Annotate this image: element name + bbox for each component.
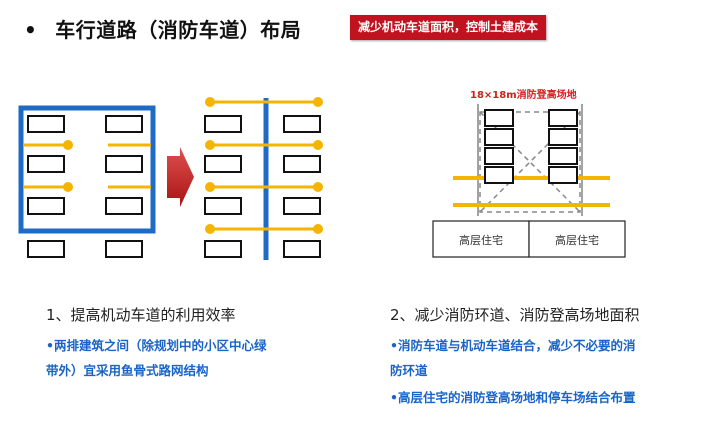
title-bullet: • [24, 18, 38, 42]
rib-end-dot [205, 97, 215, 107]
title-text: 车行道路（消防车道）布局 [55, 18, 302, 42]
right-note-line1: •消防车道与机动车道结合，减少不必要的消 [390, 338, 636, 353]
spur-end-dot [63, 140, 73, 150]
loop-spurs [23, 143, 151, 189]
right-note-line3: •高层住宅的消防登高场地和停车场结合布置 [390, 390, 636, 405]
fishbone-ribs [210, 100, 318, 231]
rib-end-dot [313, 140, 323, 150]
right-note-line2: 防环道 [390, 363, 428, 378]
red-arrow-icon [167, 147, 194, 207]
loop-road-diagram [18, 105, 156, 258]
left-caption: 1、提高机动车道的利用效率 [46, 306, 236, 324]
climbing-area-outline [479, 111, 581, 213]
loop-road [18, 105, 156, 234]
summary-tag: 减少机动车道面积，控制土建成本 [350, 15, 547, 40]
rib-end-dot [205, 140, 215, 150]
climbing-area-label: 18×18m消防登高场地 [470, 90, 577, 101]
fishbone-buildings [204, 115, 321, 258]
rib-end-dot [205, 182, 215, 192]
rib-end-dot [313, 182, 323, 192]
tower-columns [484, 109, 578, 184]
residential-blocks [432, 220, 626, 258]
transform-arrow [167, 147, 194, 207]
right-caption: 2、减少消防环道、消防登高场地面积 [390, 306, 640, 324]
left-note-line2: 带外）宜采用鱼骨式路网结构 [46, 363, 209, 378]
building-label-right: 高层住宅 [555, 234, 599, 247]
spur-end-dot [63, 182, 73, 192]
page-title: • 车行道路（消防车道）布局 [24, 14, 301, 43]
rib-end-dot [205, 224, 215, 234]
fishbone-diagram [204, 97, 323, 260]
rib-end-dot [313, 97, 323, 107]
left-note-line1: •两排建筑之间（除规划中的小区中心绿 [46, 338, 267, 353]
building-label-left: 高层住宅 [459, 234, 503, 247]
fire-area-diagram [432, 104, 626, 258]
rib-end-dot [313, 224, 323, 234]
fire-lane [453, 176, 610, 207]
loop-buildings [27, 115, 143, 258]
